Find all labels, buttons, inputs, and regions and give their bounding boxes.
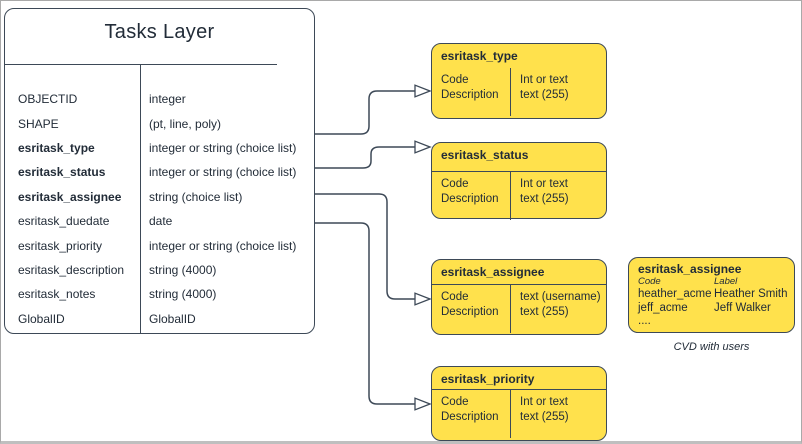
domain-box-fields: Code Description <box>432 390 511 438</box>
column-divider-line <box>140 64 141 333</box>
field-type: integer or string (choice list) <box>149 140 297 155</box>
cvd-example-box: esritask_assignee Code Label heather_acm… <box>628 257 795 333</box>
table-row: esritask_type integer or string (choice … <box>5 136 314 160</box>
domain-field-label: Code <box>441 396 469 408</box>
domain-box-title: esritask_assignee <box>441 265 545 279</box>
connector-esritask-type <box>315 90 416 135</box>
field-type: string (choice list) <box>149 189 243 204</box>
tasks-layer-table: Tasks Layer OBJECTID integer SHAPE (pt, … <box>4 8 315 334</box>
field-name: SHAPE <box>18 116 59 131</box>
cvd-code-value: jeff_acme <box>638 301 688 314</box>
connector-esritask-assignee <box>315 193 416 300</box>
field-type: integer <box>149 92 186 107</box>
field-type: integer or string (choice list) <box>149 238 297 253</box>
arrowhead-icon <box>414 84 432 98</box>
domain-box-types: Int or text text (255) <box>511 68 606 116</box>
cvd-caption: CVD with users <box>673 341 750 353</box>
field-name: esritask_description <box>18 262 125 277</box>
table-row: SHAPE (pt, line, poly) <box>5 111 314 135</box>
domain-box-fields: Code Description <box>432 285 511 333</box>
table-row: esritask_status integer or string (choic… <box>5 160 314 184</box>
tasks-field-rows: OBJECTID integer SHAPE (pt, line, poly) … <box>5 87 314 331</box>
domain-field-label: Description <box>441 89 499 101</box>
cvd-code-value: heather_acme <box>638 288 712 300</box>
connector-esritask-status <box>315 146 416 169</box>
title-separator-line <box>5 64 277 65</box>
field-name: OBJECTID <box>18 92 78 107</box>
field-name: esritask_type <box>18 140 95 155</box>
cvd-label-header: Label <box>714 276 738 287</box>
domain-type-label: text (255) <box>520 306 569 318</box>
table-row: esritask_priority integer or string (cho… <box>5 233 314 257</box>
domain-box-esritask-assignee: esritask_assignee Code Description text … <box>431 259 607 335</box>
field-type: GlobalID <box>149 311 196 326</box>
domain-type-label: Int or text <box>520 74 568 86</box>
cvd-code-header: Code <box>638 276 661 287</box>
domain-box-types: Int or text text (255) <box>511 390 606 438</box>
domain-field-label: Code <box>441 74 469 86</box>
domain-box-esritask-status: esritask_status Code Description Int or … <box>431 142 607 220</box>
domain-box-title: esritask_type <box>441 49 518 63</box>
cvd-box-title: esritask_assignee <box>638 262 742 276</box>
domain-box-types: text (username) text (255) <box>511 285 606 333</box>
table-row: esritask_duedate date <box>5 209 314 233</box>
table-row: esritask_notes string (4000) <box>5 282 314 306</box>
arrowhead-icon <box>414 140 432 154</box>
cvd-value-grid: Code Label heather_acme Heather Smith je… <box>629 276 794 329</box>
domain-type-label: Int or text <box>520 178 568 190</box>
field-name: esritask_assignee <box>18 189 122 204</box>
field-type: (pt, line, poly) <box>149 116 222 131</box>
field-name: GlobalID <box>18 311 65 326</box>
domain-type-label: text (255) <box>520 411 569 423</box>
domain-box-fields: Code Description <box>432 172 511 220</box>
table-row: GlobalID GlobalID <box>5 307 314 331</box>
domain-field-label: Code <box>441 178 469 190</box>
domain-field-label: Description <box>441 306 499 318</box>
domain-box-types: Int or text text (255) <box>511 172 606 220</box>
field-type: date <box>149 214 173 229</box>
domain-field-label: Description <box>441 411 499 423</box>
domain-box-title: esritask_status <box>441 148 529 162</box>
arrowhead-icon <box>414 397 432 411</box>
field-name: esritask_priority <box>18 238 103 253</box>
domain-type-label: text (255) <box>520 89 569 101</box>
domain-box-esritask-priority: esritask_priority Code Description Int o… <box>431 366 607 441</box>
connector-esritask-priority <box>315 222 416 405</box>
field-type: integer or string (choice list) <box>149 165 297 180</box>
cvd-label-value: Jeff Walker <box>714 301 771 314</box>
field-name: esritask_notes <box>18 287 96 302</box>
field-name: esritask_duedate <box>18 214 110 229</box>
tasks-layer-title: Tasks Layer <box>104 21 215 43</box>
domain-field-label: Description <box>441 193 499 205</box>
field-type: string (4000) <box>149 287 217 302</box>
domain-type-label: text (username) <box>520 291 601 303</box>
domain-type-label: text (255) <box>520 193 569 205</box>
cvd-label-value: Heather Smith <box>714 288 788 300</box>
domain-type-label: Int or text <box>520 396 568 408</box>
table-row: esritask_assignee string (choice list) <box>5 185 314 209</box>
domain-box-fields: Code Description <box>432 68 511 116</box>
field-type: string (4000) <box>149 262 217 277</box>
domain-box-esritask-type: esritask_type Code Description Int or te… <box>431 43 607 119</box>
table-row: OBJECTID integer <box>5 87 314 111</box>
cvd-label-value <box>714 315 794 329</box>
domain-box-title: esritask_priority <box>441 372 535 386</box>
field-name: esritask_status <box>18 165 106 180</box>
domain-field-label: Code <box>441 291 469 303</box>
cvd-code-value: .... <box>638 315 651 327</box>
table-row: esritask_description string (4000) <box>5 258 314 282</box>
arrowhead-icon <box>414 292 432 306</box>
